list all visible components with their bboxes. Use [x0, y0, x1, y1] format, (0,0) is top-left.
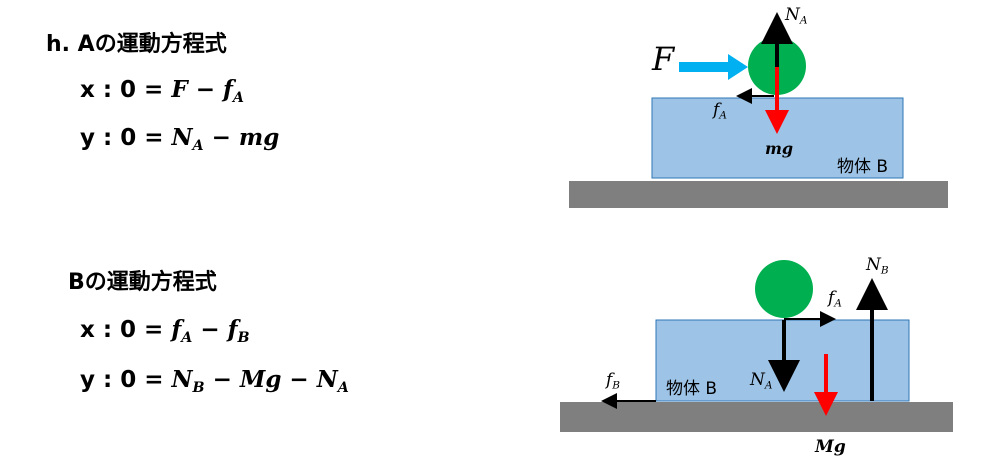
eq-prefix: x : 0 =	[80, 77, 172, 103]
ball-a-2	[755, 260, 813, 318]
label-na-2: NA	[750, 370, 773, 392]
label-fa-2: fA	[828, 288, 842, 310]
eq-symbol: fB	[227, 316, 250, 346]
equation-b-x: x : 0 = fA − fB	[80, 316, 250, 346]
eq-operator: −	[187, 77, 223, 103]
eq-prefix: x : 0 =	[80, 317, 172, 343]
equation-b-y: y : 0 = NB − Mg − NA	[80, 366, 349, 396]
label-mg-2: Mg	[815, 437, 846, 457]
label-nb: NB	[866, 255, 889, 277]
label-body-b-2: 物体 B	[666, 379, 718, 399]
eq-operator: −	[192, 317, 228, 343]
eq-symbol: NB	[171, 366, 205, 396]
section-a-title: h. Aの運動方程式	[46, 32, 227, 57]
label-mg-1: mg	[765, 139, 794, 158]
eq-prefix: y : 0 =	[80, 367, 172, 393]
ground-1	[569, 181, 948, 208]
section-b-title: Bの運動方程式	[68, 270, 217, 295]
eq-prefix: y : 0 =	[80, 125, 172, 151]
label-f: F	[652, 40, 675, 78]
label-fa-1: fA	[713, 100, 727, 122]
eq-symbol: − mg	[203, 124, 280, 151]
eq-symbol: F	[171, 76, 188, 103]
ground-2	[560, 402, 953, 432]
push-arrow-f	[679, 54, 748, 80]
eq-symbol: − Mg −	[204, 366, 317, 393]
eq-symbol: fA	[222, 76, 244, 106]
label-body-b-1: 物体 B	[837, 157, 889, 177]
equation-a-y: y : 0 = NA − mg	[80, 124, 279, 154]
eq-symbol: NA	[171, 124, 204, 154]
equation-a-x: x : 0 = F − fA	[80, 76, 244, 106]
eq-symbol: fA	[171, 316, 193, 346]
label-fb: fB	[606, 370, 621, 392]
eq-symbol: NA	[316, 366, 349, 396]
label-na-1: NA	[785, 5, 808, 27]
